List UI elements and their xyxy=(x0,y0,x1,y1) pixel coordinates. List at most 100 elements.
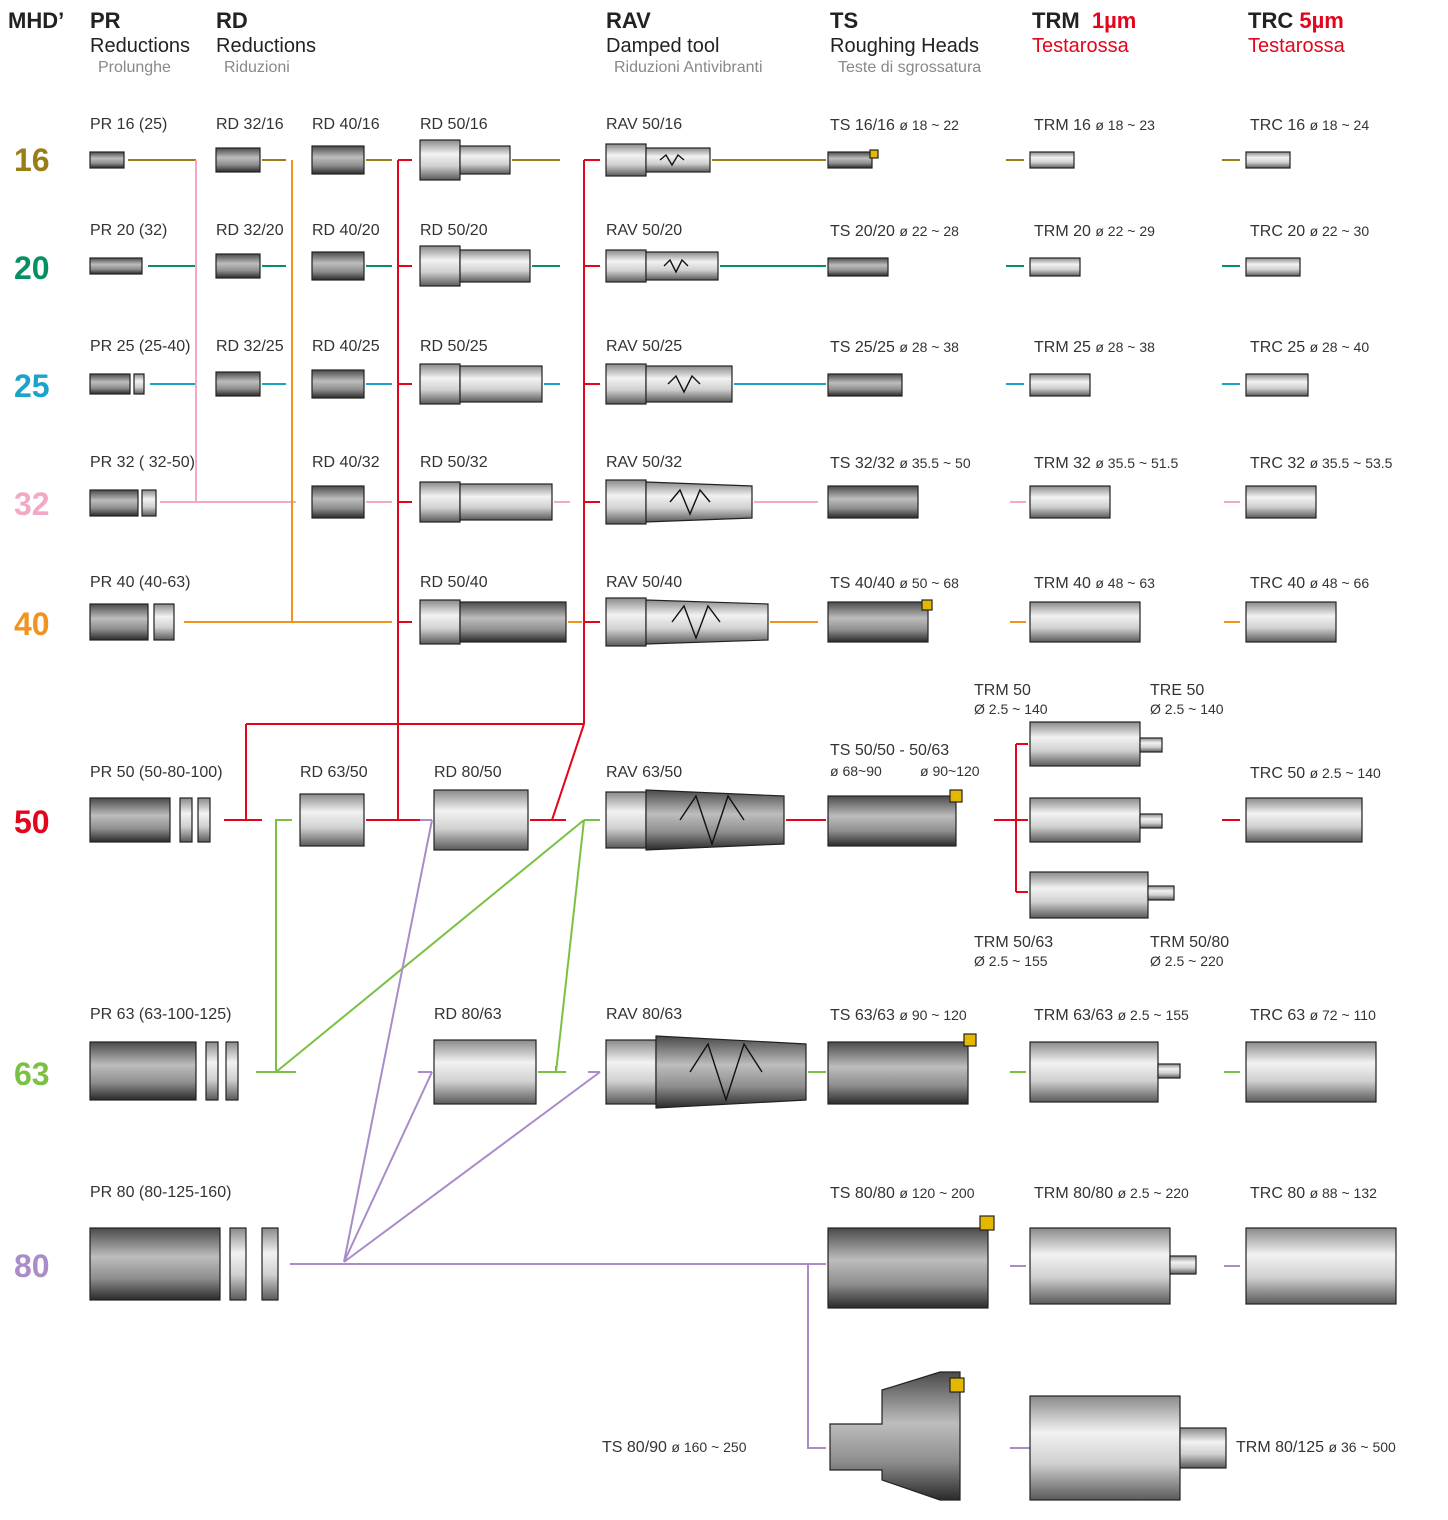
range-trm32: ø 35.5 ~ 51.5 xyxy=(1095,455,1178,471)
label-trm6363: TRM 63/63 ø 2.5 ~ 155 xyxy=(1034,1006,1189,1025)
label-rav8063: RAV 80/63 xyxy=(606,1006,682,1024)
range-ts63: ø 90 ~ 120 xyxy=(899,1007,966,1023)
label-rd3216: RD 32/16 xyxy=(216,116,284,134)
label-trc32: TRC 32 ø 35.5 ~ 53.5 xyxy=(1250,454,1392,473)
size-63: 63 xyxy=(14,1056,50,1093)
range-tre50: Ø 2.5 ~ 140 xyxy=(1150,700,1224,718)
label-pr40: PR 40 (40-63) xyxy=(90,574,191,592)
pr-tools xyxy=(90,152,278,1300)
label-rd5032: RD 50/32 xyxy=(420,454,488,472)
label-trm5080: TRM 50/80 xyxy=(1150,934,1229,952)
label-trc80: TRC 80 ø 88 ~ 132 xyxy=(1250,1184,1377,1203)
label-ts32: TS 32/32 ø 35.5 ~ 50 xyxy=(830,454,971,473)
label-trm5063: TRM 50/63 xyxy=(974,934,1053,952)
label-pr16: PR 16 (25) xyxy=(90,116,167,134)
pr-it: Prolunghe xyxy=(98,58,190,78)
trc-tools xyxy=(1246,152,1396,1304)
label-trc16: TRC 16 ø 18 ~ 24 xyxy=(1250,116,1369,135)
size-16: 16 xyxy=(14,142,50,179)
lines-50 xyxy=(224,160,1240,892)
label-rd5025: RD 50/25 xyxy=(420,338,488,356)
label-rd5016: RD 50/16 xyxy=(420,116,488,134)
label-trm80125: TRM 80/125 ø 36 ~ 500 xyxy=(1236,1438,1396,1457)
label-rd4016: RD 40/16 xyxy=(312,116,380,134)
label-ts25: TS 25/25 ø 28 ~ 38 xyxy=(830,338,959,357)
range-ts8090: ø 160 ~ 250 xyxy=(671,1439,746,1455)
label-pr32: PR 32 ( 32-50) xyxy=(90,454,195,472)
ts-header: TS Roughing Heads Teste di sgrossatura xyxy=(830,8,981,78)
label-ts8090: TS 80/90 ø 160 ~ 250 xyxy=(602,1438,747,1457)
label-rd3220: RD 32/20 xyxy=(216,222,284,240)
range-trc63: ø 72 ~ 110 xyxy=(1310,1007,1376,1023)
rav-header: RAV Damped tool Riduzioni Antivibranti xyxy=(606,8,763,78)
label-rav5040: RAV 50/40 xyxy=(606,574,682,592)
rd-code: RD xyxy=(216,8,316,34)
label-trc20: TRC 20 ø 22 ~ 30 xyxy=(1250,222,1369,241)
rd-header: RD Reductions Riduzioni xyxy=(216,8,316,78)
range-ts25: ø 28 ~ 38 xyxy=(899,339,959,355)
label-ts80: TS 80/80 ø 120 ~ 200 xyxy=(830,1184,975,1203)
range-ts20: ø 22 ~ 28 xyxy=(899,223,959,239)
pr-code: PR xyxy=(90,8,190,34)
range-ts32: ø 35.5 ~ 50 xyxy=(899,455,970,471)
trm-tolerance: 1µm xyxy=(1092,8,1136,33)
rd-large-tools xyxy=(300,790,536,1104)
range-trm6363: ø 2.5 ~ 155 xyxy=(1118,1007,1189,1023)
size-40: 40 xyxy=(14,606,50,643)
range-trm8080: ø 2.5 ~ 220 xyxy=(1118,1185,1189,1201)
range-trm5063: Ø 2.5 ~ 155 xyxy=(974,952,1048,970)
label-tre50: TRE 50 xyxy=(1150,682,1204,700)
range-trc40: ø 48 ~ 66 xyxy=(1310,575,1370,591)
rav-code: RAV xyxy=(606,8,763,34)
rav-tools xyxy=(606,144,806,1108)
label-rd4032: RD 40/32 xyxy=(312,454,380,472)
size-32: 32 xyxy=(14,486,50,523)
range-trm40: ø 48 ~ 63 xyxy=(1095,575,1155,591)
ts-en: Roughing Heads xyxy=(830,34,981,58)
label-ts63: TS 63/63 ø 90 ~ 120 xyxy=(830,1006,967,1025)
label-trm8080: TRM 80/80 ø 2.5 ~ 220 xyxy=(1034,1184,1189,1203)
size-25: 25 xyxy=(14,368,50,405)
label-rav6350: RAV 63/50 xyxy=(606,764,682,782)
label-pr80: PR 80 (80-125-160) xyxy=(90,1184,231,1202)
range-trm16: ø 18 ~ 23 xyxy=(1095,117,1155,133)
label-trm20: TRM 20 ø 22 ~ 29 xyxy=(1034,222,1155,241)
range-ts50-a: ø 68~90 xyxy=(830,762,882,780)
label-ts50: TS 50/50 - 50/63 xyxy=(830,742,949,760)
rav-en: Damped tool xyxy=(606,34,763,58)
label-ts40: TS 40/40 ø 50 ~ 68 xyxy=(830,574,959,593)
size-20: 20 xyxy=(14,250,50,287)
label-rd6350: RD 63/50 xyxy=(300,764,368,782)
label-rav5025: RAV 50/25 xyxy=(606,338,682,356)
label-rav5032: RAV 50/32 xyxy=(606,454,682,472)
label-trm25: TRM 25 ø 28 ~ 38 xyxy=(1034,338,1155,357)
trm-brand: Testarossa xyxy=(1032,34,1136,58)
label-ts16: TS 16/16 ø 18 ~ 22 xyxy=(830,116,959,135)
label-rd4025: RD 40/25 xyxy=(312,338,380,356)
range-trm5080: Ø 2.5 ~ 220 xyxy=(1150,952,1224,970)
trm-header: TRM 1µm Testarossa xyxy=(1032,8,1136,58)
range-ts40: ø 50 ~ 68 xyxy=(899,575,959,591)
label-rd8063: RD 80/63 xyxy=(434,1006,502,1024)
range-trc16: ø 18 ~ 24 xyxy=(1310,117,1370,133)
rav-it: Riduzioni Antivibranti xyxy=(614,58,763,78)
rd32-tools xyxy=(216,148,260,396)
label-trc50: TRC 50 ø 2.5 ~ 140 xyxy=(1250,764,1381,783)
label-pr20: PR 20 (32) xyxy=(90,222,167,240)
label-trc25: TRC 25 ø 28 ~ 40 xyxy=(1250,338,1369,357)
range-trm80125: ø 36 ~ 500 xyxy=(1329,1439,1396,1455)
label-trm40: TRM 40 ø 48 ~ 63 xyxy=(1034,574,1155,593)
trc-brand: Testarossa xyxy=(1248,34,1345,58)
label-trm50: TRM 50 xyxy=(974,682,1031,700)
trc-tolerance: 5µm xyxy=(1299,8,1343,33)
label-rd3225: RD 32/25 xyxy=(216,338,284,356)
range-trc32: ø 35.5 ~ 53.5 xyxy=(1310,455,1393,471)
label-rd5020: RD 50/20 xyxy=(420,222,488,240)
label-trm16: TRM 16 ø 18 ~ 23 xyxy=(1034,116,1155,135)
lines-32 xyxy=(160,160,1240,502)
label-pr63: PR 63 (63-100-125) xyxy=(90,1006,231,1024)
range-trc20: ø 22 ~ 30 xyxy=(1310,223,1370,239)
trc-header: TRC 5µm Testarossa xyxy=(1248,8,1345,58)
trm-code: TRM xyxy=(1032,8,1080,33)
trc-code: TRC xyxy=(1248,8,1293,33)
